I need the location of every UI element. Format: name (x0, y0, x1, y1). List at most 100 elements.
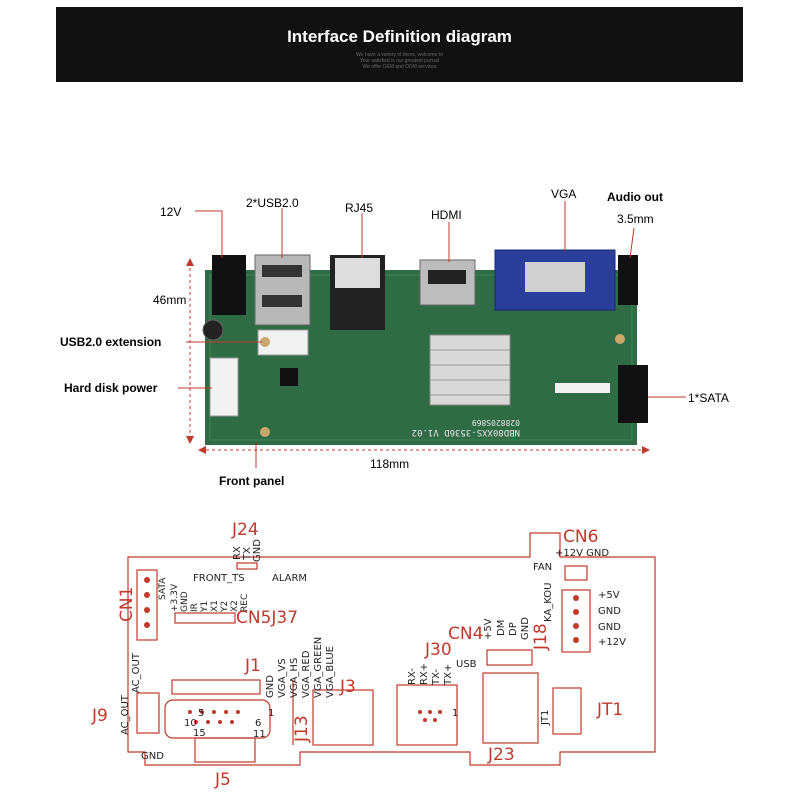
label-cn6: CN6 (563, 527, 599, 547)
audio-jack (618, 255, 638, 305)
j9-connector (136, 692, 160, 734)
pin-dot (194, 720, 198, 724)
pin-label: GND (180, 591, 190, 612)
label-kakou: KA_KOU (543, 582, 554, 622)
label-front-ts: FRONT_TS (193, 573, 245, 584)
rj45-label (335, 258, 380, 288)
arrow-icon (186, 436, 194, 444)
pin-dot (218, 720, 222, 724)
banner-subtitle-line: We have a variety of items, welcome to (356, 52, 443, 58)
banner-subtitle-line: We offer OEM and ODM services (362, 64, 437, 70)
cn4-connector (486, 649, 533, 666)
j30-connector (396, 684, 458, 746)
pin-label: +5V (598, 590, 620, 601)
pin-label: TX+ (443, 663, 454, 685)
pin-label: DP (508, 622, 519, 636)
pin-label: GND (598, 606, 621, 617)
pin-dot (573, 637, 579, 643)
label-audio-size: 3.5mm (617, 212, 654, 226)
arrow-icon (186, 258, 194, 266)
pin-number: 15 (193, 728, 206, 739)
pin-label: DM (496, 619, 507, 636)
label-jt1: JT1 (597, 700, 624, 720)
cn6-connector (564, 565, 588, 581)
chip (280, 368, 298, 386)
label-j5: J5 (215, 770, 231, 790)
pin-dot (200, 710, 204, 714)
pin-label: VGA_VS (277, 658, 288, 698)
label-jt1-small: JT1 (540, 709, 551, 725)
j18-connector (561, 589, 591, 653)
pin-dot (188, 710, 192, 714)
label-width: 118mm (370, 457, 410, 471)
mount-hole (615, 334, 625, 344)
pcb-date: 028820S869 (472, 418, 520, 427)
j3-connector (312, 689, 374, 746)
pin-dot (230, 720, 234, 724)
label-ac-out: AC_OUT (120, 695, 131, 735)
label-sata: 1*SATA (688, 391, 729, 405)
pcb-silkscreen: NBD80XXS-3536D V1.02 (412, 427, 520, 437)
arrow-icon (642, 446, 650, 454)
label-gnd: GND (141, 751, 164, 762)
fan-header (555, 383, 610, 393)
j23-connector (482, 672, 539, 744)
banner-title: Interface Definition diagram (287, 27, 512, 46)
label-j9: J9 (92, 706, 108, 726)
pin-dot (418, 710, 422, 714)
label-usb-ext: USB2.0 extension (60, 335, 162, 349)
pin-label: +3.3V (170, 583, 180, 612)
pin-number: 1 (268, 708, 275, 719)
pin-dot (236, 710, 240, 714)
sata-port (618, 365, 648, 423)
label-hdd-power: Hard disk power (64, 381, 158, 395)
pin-number: 10 (184, 718, 197, 729)
pin-number: 5 (198, 708, 205, 719)
pin-dot (573, 595, 579, 601)
mount-hole (260, 427, 270, 437)
pin-dot (438, 710, 442, 714)
hdd-power-connector (209, 357, 239, 417)
pin-number: 6 (255, 718, 262, 729)
label-usb: 2*USB2.0 (246, 196, 299, 210)
pin-dot (144, 577, 150, 583)
label-12v-gnd: +12V GND (555, 548, 610, 559)
pin-label: X1 (210, 600, 220, 612)
label-rj45: RJ45 (345, 201, 374, 215)
title-banner: Interface Definition diagram We have a v… (56, 7, 743, 82)
label-cn4: CN4 (448, 624, 484, 644)
pin-label: GND (598, 622, 621, 633)
cn5-header (174, 612, 236, 624)
pin-label: GND (252, 539, 263, 562)
label-j18: J18 (531, 623, 551, 650)
label-ac-out-2: AC_OUT (131, 653, 142, 693)
label-j1: J1 (245, 656, 261, 676)
cn1-connector (136, 569, 158, 641)
label-audio-out: Audio out (607, 190, 663, 204)
j1-connector (171, 679, 261, 695)
pin-label: Y1 (200, 600, 210, 612)
pin-label: VGA_HS (289, 657, 300, 698)
label-cn1: CN1 (117, 586, 137, 622)
label-fan: FAN (533, 562, 553, 573)
pin-dot (423, 718, 427, 722)
label-sata-small: SATA (158, 577, 168, 600)
label-j30: J30 (425, 640, 452, 660)
label-j24: J24 (232, 520, 259, 540)
leader-12v (195, 210, 223, 258)
mount-hole (260, 337, 270, 347)
j24-header (236, 562, 258, 570)
pin-dot (144, 607, 150, 613)
capacitor (202, 319, 224, 341)
pin-label: +12V (598, 637, 626, 648)
pin-dot (573, 623, 579, 629)
j5-shell (194, 737, 256, 763)
label-alarm: ALARM (272, 573, 308, 584)
banner-subtitle-line: Your satisfied is our greatest pursuit (359, 58, 440, 64)
pin-dot (144, 592, 150, 598)
label-hdmi: HDMI (431, 208, 462, 222)
label-j13: J13 (292, 715, 312, 742)
pin-label: Y2 (220, 600, 230, 612)
pin-label: VGA_RED (301, 650, 312, 698)
